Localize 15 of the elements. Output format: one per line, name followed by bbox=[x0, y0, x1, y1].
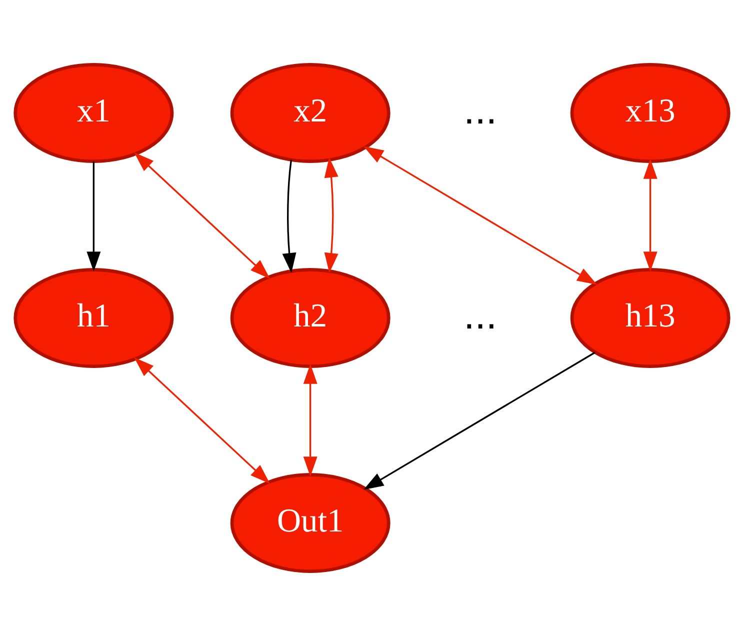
arrow bbox=[364, 352, 596, 490]
arrow bbox=[134, 152, 270, 279]
arrow bbox=[324, 157, 338, 274]
label: ... bbox=[464, 88, 498, 132]
node-ellipse: h1 bbox=[14, 268, 174, 368]
arrow bbox=[86, 161, 101, 272]
arrow bbox=[303, 364, 318, 477]
node-ellipse: x1 bbox=[14, 63, 174, 163]
node-ellipse: x13 bbox=[570, 63, 730, 163]
arrow bbox=[134, 357, 270, 484]
node-ellipse: h2 bbox=[230, 268, 390, 368]
label: ... bbox=[464, 293, 498, 338]
arrow bbox=[364, 146, 598, 285]
arrow bbox=[643, 158, 658, 272]
arrow bbox=[282, 160, 296, 274]
